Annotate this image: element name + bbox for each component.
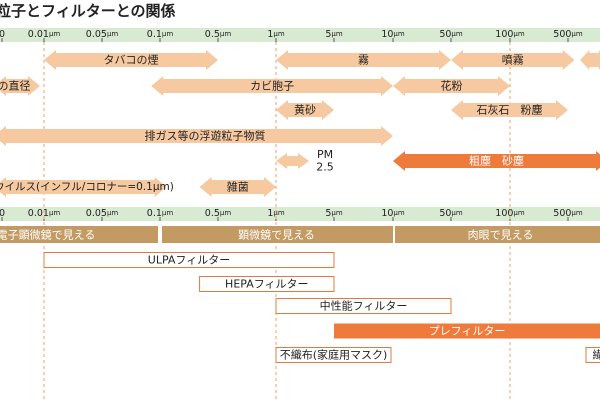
particle-label: 排ガス等の浮遊粒子物質 (145, 129, 266, 143)
particle-label: 霧 (358, 54, 369, 67)
particle-label: 黄砂 (294, 103, 316, 117)
tick-label: 0.05μm (86, 208, 119, 219)
particle-label: 噴霧 (502, 54, 524, 67)
particle-range-arrow (393, 151, 600, 171)
tick-label: 0.5μm (205, 29, 232, 40)
tick-label: 10μm (381, 29, 405, 40)
tick-label: 100μm (495, 208, 525, 219)
tick-label: 0.1μm (147, 29, 174, 40)
visibility-label: 電子顕微鏡で見える (0, 228, 95, 242)
tick-label: 0.5μm (205, 208, 232, 219)
particle-label: カビ胞子 (250, 80, 294, 93)
tick-label: 0.01μm (28, 208, 61, 219)
particle-range-arrow (44, 50, 218, 70)
filter-range-bar (43, 252, 335, 268)
tick-label: 10μm (381, 208, 405, 219)
filter-label: 繊 (593, 349, 600, 362)
filter-range-bar (275, 298, 452, 314)
visibility-label: 肉眼で見える (468, 229, 534, 242)
filter-range-bar (275, 347, 392, 363)
filter-label: ULPAフィルター (148, 254, 230, 267)
tick-label: 50μm (439, 29, 463, 40)
particle-range-arrow (199, 177, 276, 197)
particle-range-arrow (151, 76, 393, 96)
particle-label: 粗塵 砂塵 (469, 154, 524, 168)
tick-label: 0.01μm (28, 29, 61, 40)
tick-label: 5μm (325, 208, 343, 219)
particle-label: 花粉 (441, 80, 463, 93)
particle-range-arrow (451, 50, 575, 70)
tick-label: 100μm (495, 29, 525, 40)
tick-label: 50μm (439, 208, 463, 219)
tick-label: 0 (0, 29, 5, 40)
filter-label: プレフィルター (429, 325, 506, 338)
particle-range-arrow (0, 177, 167, 197)
particle-range-arrow (0, 76, 40, 96)
tick-label: 0 (0, 208, 5, 219)
tick-label: 500μm (553, 208, 583, 219)
visibility-label: 顕微鏡で見える (238, 228, 315, 242)
particle-range-arrow (393, 76, 510, 96)
visibility-bar (162, 226, 393, 243)
filter-range-bar (334, 323, 600, 339)
page-title: 粒子とフィルターとの関係 (0, 2, 176, 20)
filter-range-bar (199, 276, 335, 292)
tick-label: 500μm (553, 29, 583, 40)
filter-range-bar (585, 347, 600, 363)
axis-band (0, 207, 600, 221)
particle-label: 雑菌 (227, 180, 249, 194)
tick-label: 0.1μm (147, 208, 174, 219)
particle-label: の直径 (0, 79, 31, 93)
tick-label: 1μm (267, 29, 285, 40)
particle-range-arrow (276, 50, 451, 70)
axis-band (0, 28, 600, 42)
particle-range-arrow (276, 153, 310, 169)
particle-range-arrow (580, 50, 600, 70)
filter-label: HEPAフィルター (225, 278, 308, 291)
filter-label: 中性能フィルター (320, 299, 408, 313)
tick-label: 1μm (267, 208, 285, 219)
tick-label: 0.05μm (86, 29, 119, 40)
particle-label: ウイルス(インフル/コロナー=0.1μm) (0, 181, 174, 193)
filter-label: 不織布(家庭用マスク) (280, 348, 388, 362)
tick-label: 5μm (325, 29, 343, 40)
particle-label: タバコの煙 (104, 54, 159, 67)
particle-range-arrow (451, 100, 568, 120)
visibility-bar (395, 226, 600, 243)
visibility-bar (0, 226, 158, 243)
particle-range-arrow (0, 126, 393, 146)
particle-range-arrow (276, 100, 334, 120)
particle-label: 石灰石 粉塵 (477, 103, 543, 117)
